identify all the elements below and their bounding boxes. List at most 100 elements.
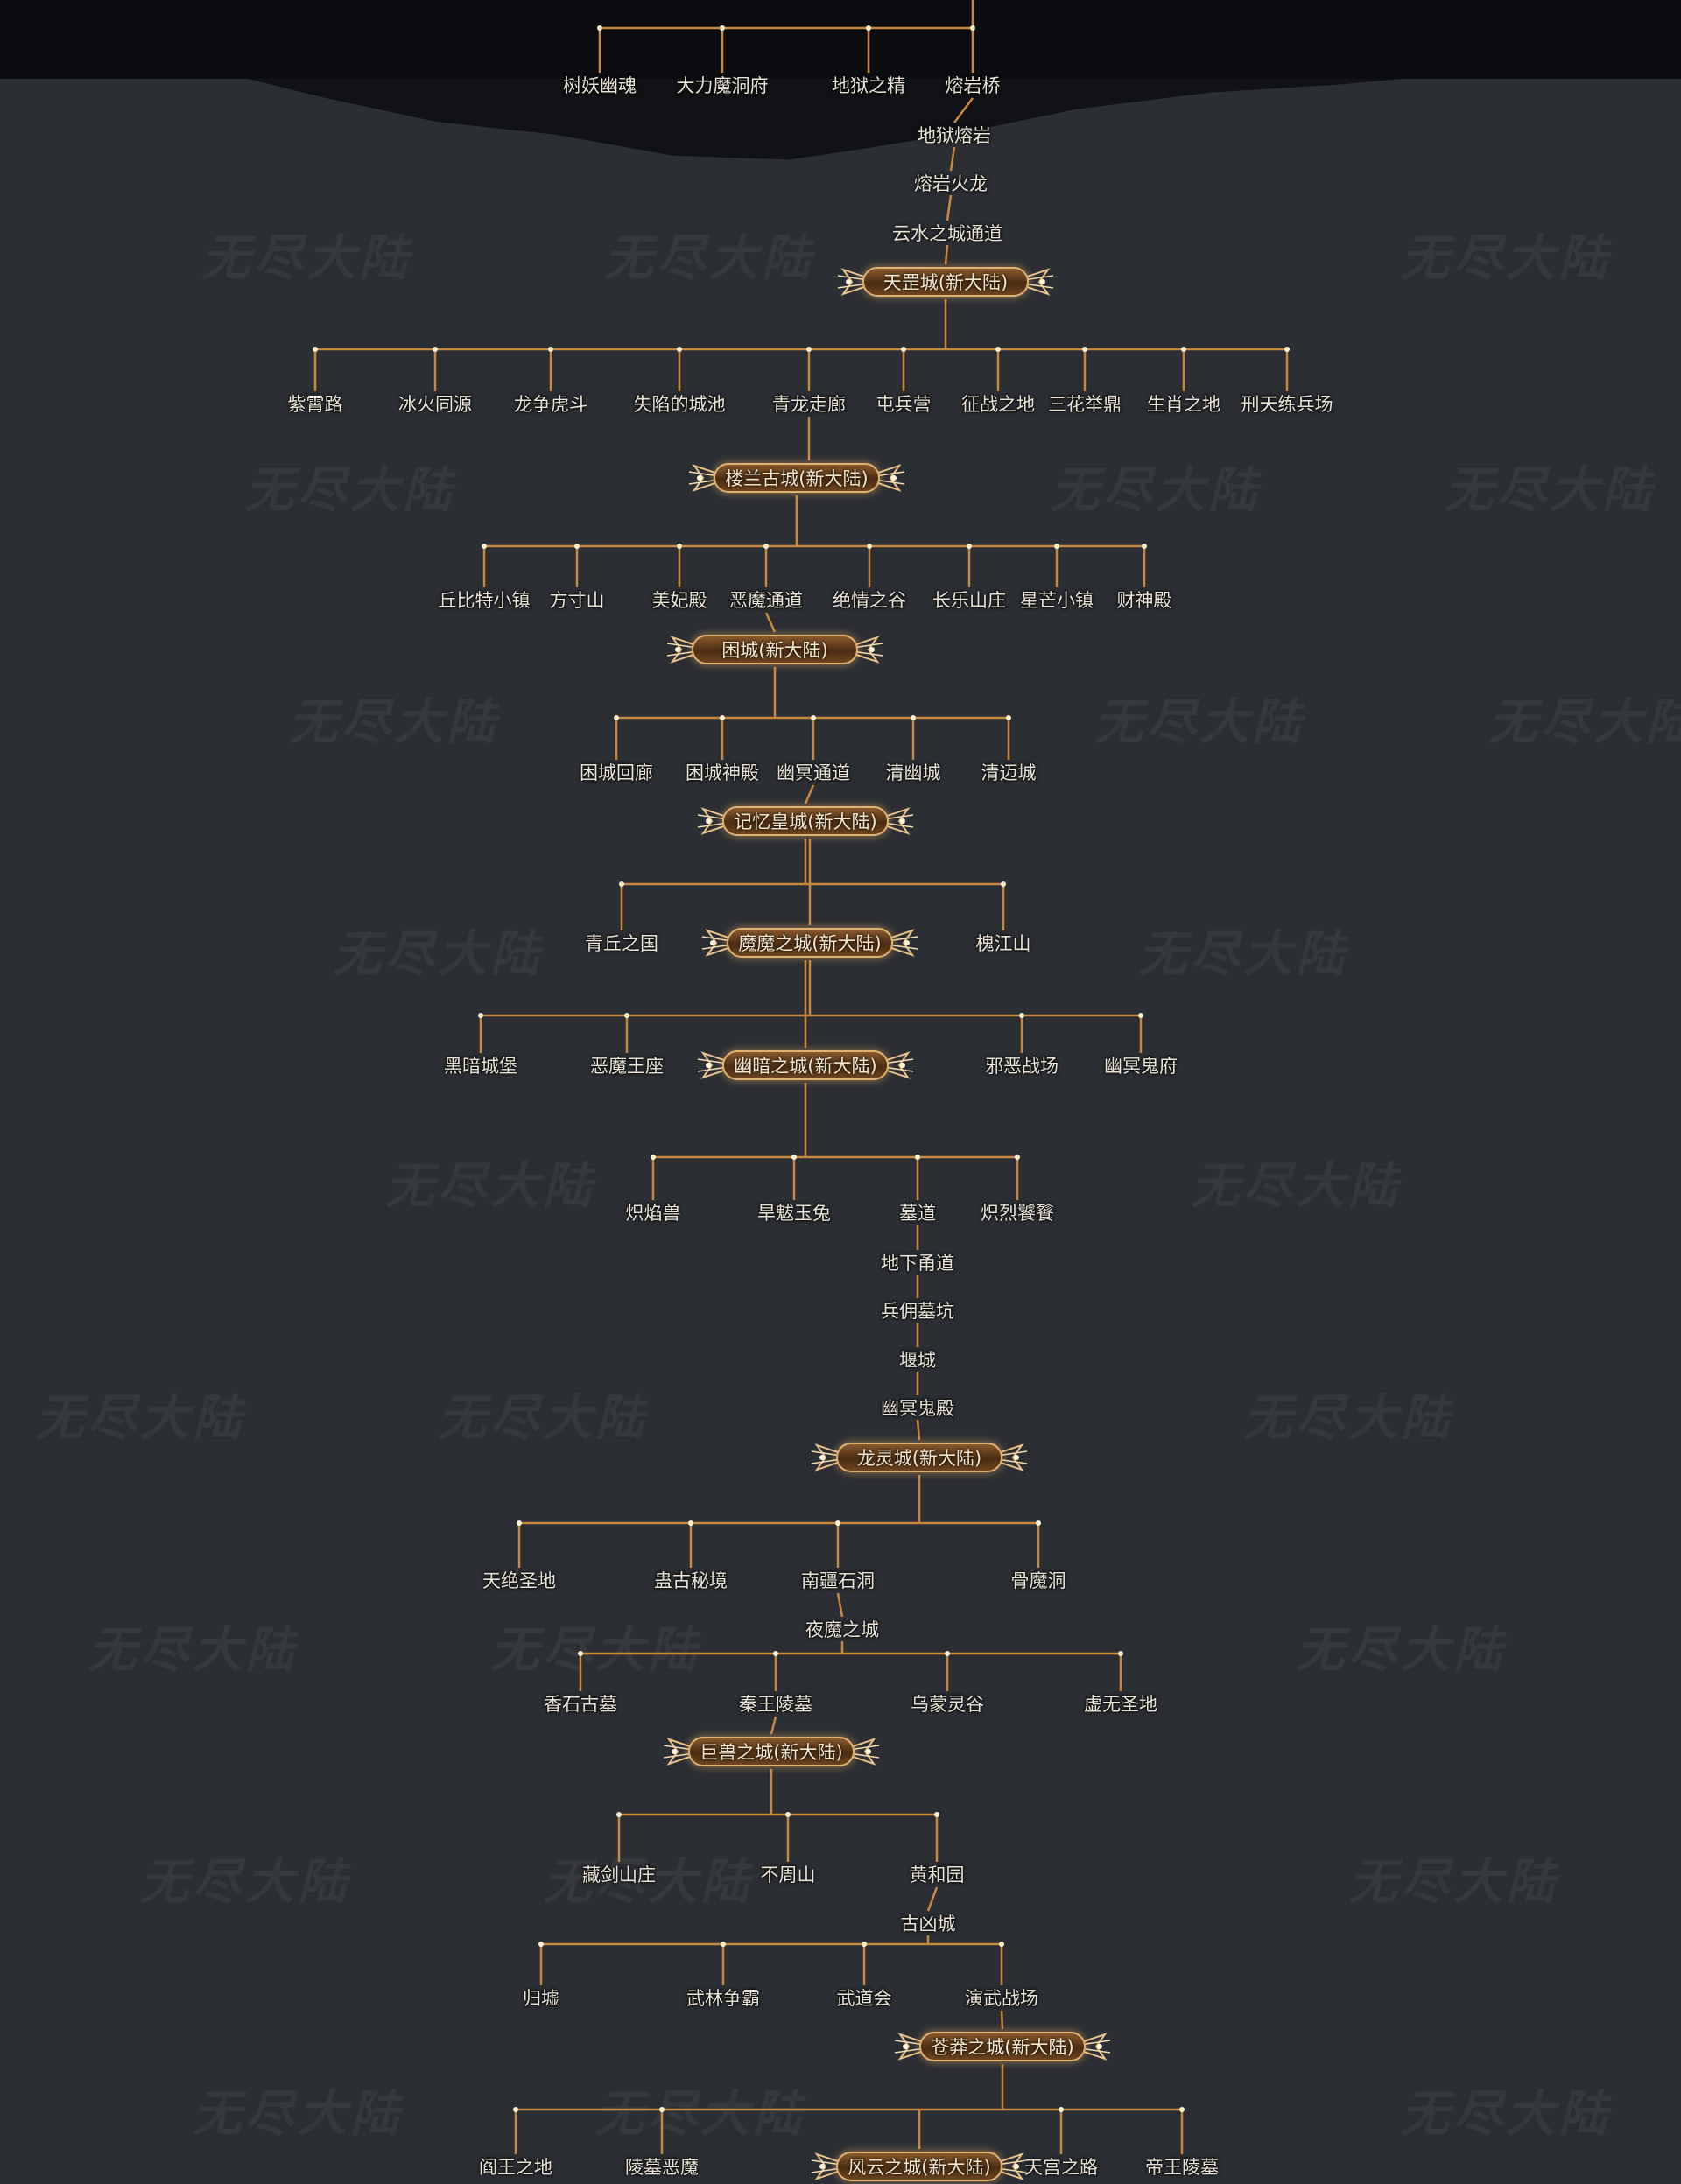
map-node-n6[interactable]: 熔岩火龙 (914, 173, 988, 194)
map-node-r8c[interactable]: 乌蒙灵谷 (911, 1694, 984, 1715)
city-node-c7[interactable]: 龙灵城(新大陆) (810, 1440, 1029, 1475)
map-node-r5c[interactable]: 邪恶战场 (985, 1056, 1059, 1077)
watermark: 无尽大陆 (490, 1621, 700, 1679)
map-node-r4b[interactable]: 槐江山 (975, 933, 1031, 954)
city-label: 龙灵城(新大陆) (856, 1448, 982, 1469)
map-node-r3a[interactable]: 困城回廊 (580, 762, 653, 783)
city-label: 困城(新大陆) (721, 640, 828, 661)
map-node-r2b[interactable]: 方寸山 (549, 590, 605, 611)
city-node-c10[interactable]: 风云之城(新大陆) (810, 2149, 1029, 2184)
city-label: 天罡城(新大陆) (883, 272, 1009, 293)
map-node-r3e[interactable]: 清迈城 (981, 762, 1037, 783)
map-node-r7d[interactable]: 骨魔洞 (1010, 1570, 1066, 1591)
map-node-r1h[interactable]: 三花举鼎 (1048, 394, 1122, 415)
map-node-r2f[interactable]: 长乐山庄 (932, 590, 1006, 611)
map-node-r8a[interactable]: 香石古墓 (544, 1694, 617, 1715)
junction-spark (1059, 2107, 1064, 2112)
watermark: 无尽大陆 (1445, 461, 1655, 519)
map-node-v4[interactable]: 幽冥鬼殿 (881, 1398, 954, 1419)
map-node-r1d[interactable]: 失陷的城池 (633, 394, 726, 415)
map-node-r8d[interactable]: 虚无圣地 (1084, 1694, 1157, 1715)
junction-spark (721, 1942, 726, 1947)
junction-spark (866, 25, 871, 31)
map-node-r7b[interactable]: 蛊古秘境 (654, 1570, 728, 1591)
city-node-c5[interactable]: 魔魔之城(新大陆) (700, 925, 919, 960)
map-node-r1g[interactable]: 征战之地 (961, 394, 1035, 415)
map-node-v3[interactable]: 堰城 (899, 1350, 936, 1371)
watermark: 无尽大陆 (201, 229, 411, 287)
map-node-r1j[interactable]: 刑天练兵场 (1241, 394, 1333, 415)
map-node-r9c[interactable]: 黄和园 (909, 1864, 965, 1886)
map-node-v6[interactable]: 古凶城 (900, 1914, 956, 1935)
map-node-r8b[interactable]: 秦王陵墓 (739, 1694, 812, 1715)
map-node-r10a[interactable]: 归墟 (523, 1988, 559, 2009)
watermark: 无尽大陆 (1051, 461, 1261, 519)
junction-spark (513, 2107, 518, 2112)
map-node-r5a[interactable]: 黑暗城堡 (444, 1056, 517, 1077)
map-node-r2c[interactable]: 美妃殿 (651, 590, 707, 611)
junction-spark (811, 715, 816, 720)
map-node-n4[interactable]: 熔岩桥 (945, 75, 1001, 96)
map-node-r11b[interactable]: 陵墓恶魔 (625, 2157, 699, 2178)
junction-spark (1142, 544, 1147, 549)
map-node-r7a[interactable]: 天绝圣地 (482, 1570, 556, 1591)
map-node-r10b[interactable]: 武林争霸 (686, 1988, 760, 2009)
map-node-r3b[interactable]: 困城神殿 (686, 762, 759, 783)
map-node-r1c[interactable]: 龙争虎斗 (514, 394, 587, 415)
map-node-n5[interactable]: 地狱熔岩 (918, 125, 991, 146)
map-node-r11d[interactable]: 帝王陵墓 (1145, 2157, 1219, 2178)
watermark: 无尽大陆 (1138, 925, 1348, 983)
map-node-r4a[interactable]: 青丘之国 (585, 933, 658, 954)
map-node-r6c[interactable]: 墓道 (899, 1203, 936, 1224)
watermark: 无尽大陆 (1488, 693, 1681, 751)
map-node-r11c[interactable]: 天宫之路 (1024, 2157, 1098, 2178)
map-node-r2g[interactable]: 星芒小镇 (1020, 590, 1094, 611)
map-node-r7c[interactable]: 南疆石洞 (801, 1570, 875, 1591)
city-node-c6[interactable]: 幽暗之城(新大陆) (696, 1048, 915, 1083)
map-node-r2e[interactable]: 绝情之谷 (833, 590, 906, 611)
map-node-r3d[interactable]: 清幽城 (885, 762, 941, 783)
map-node-n1[interactable]: 树妖幽魂 (563, 75, 637, 96)
city-node-c2[interactable]: 楼兰古城(新大陆) (687, 460, 906, 495)
map-node-r2h[interactable]: 财神殿 (1116, 590, 1172, 611)
map-node-r1i[interactable]: 生肖之地 (1147, 394, 1220, 415)
city-node-c4[interactable]: 记忆皇城(新大陆) (696, 804, 915, 839)
junction-spark (538, 1942, 544, 1947)
city-node-c3[interactable]: 困城(新大陆) (665, 632, 884, 667)
junction-spark (970, 25, 975, 31)
map-node-r3c[interactable]: 幽冥通道 (777, 762, 850, 783)
watermark: 无尽大陆 (1348, 1853, 1558, 1911)
map-node-r5d[interactable]: 幽冥鬼府 (1104, 1056, 1178, 1077)
map-node-r2a[interactable]: 丘比特小镇 (438, 590, 531, 611)
map-node-n2[interactable]: 大力魔洞府 (676, 75, 769, 96)
city-node-c8[interactable]: 巨兽之城(新大陆) (662, 1734, 881, 1769)
map-node-r10c[interactable]: 武道会 (836, 1988, 892, 2009)
map-node-r1b[interactable]: 冰火同源 (398, 394, 472, 415)
map-node-r1f[interactable]: 屯兵营 (876, 394, 932, 415)
city-node-c1[interactable]: 天罡城(新大陆) (836, 264, 1055, 299)
city-label: 风云之城(新大陆) (848, 2157, 991, 2178)
map-node-r1a[interactable]: 紫霄路 (287, 394, 343, 415)
map-node-v1[interactable]: 地下甬道 (881, 1253, 954, 1274)
map-node-r5b[interactable]: 恶魔王座 (590, 1056, 664, 1077)
map-node-r1e[interactable]: 青龙走廊 (772, 394, 846, 415)
map-node-r11a[interactable]: 阎王之地 (479, 2157, 552, 2178)
map-node-r2d[interactable]: 恶魔通道 (729, 590, 803, 611)
junction-spark (999, 1942, 1004, 1947)
city-label: 苍莽之城(新大陆) (931, 2037, 1074, 2058)
map-node-v5[interactable]: 夜魔之城 (805, 1619, 879, 1640)
map-node-n3[interactable]: 地狱之精 (832, 75, 905, 96)
map-node-n7[interactable]: 云水之城通道 (892, 223, 1002, 244)
city-node-c9[interactable]: 苍莽之城(新大陆) (893, 2029, 1112, 2064)
ornament-wing-icon (1011, 268, 1054, 296)
map-node-r6d[interactable]: 炽烈饕餮 (981, 1203, 1054, 1224)
map-node-r6b[interactable]: 旱魃玉兔 (757, 1203, 831, 1224)
city-label: 巨兽之城(新大陆) (700, 1742, 843, 1763)
connector-line (836, 1592, 844, 1618)
map-node-r6a[interactable]: 炽焰兽 (625, 1203, 681, 1224)
map-node-r9a[interactable]: 藏剑山庄 (582, 1864, 656, 1886)
map-node-r10d[interactable]: 演武战场 (965, 1988, 1038, 2009)
map-node-v2[interactable]: 兵佣墓坑 (881, 1301, 954, 1322)
junction-spark (763, 544, 769, 549)
map-node-r9b[interactable]: 不周山 (760, 1864, 816, 1886)
